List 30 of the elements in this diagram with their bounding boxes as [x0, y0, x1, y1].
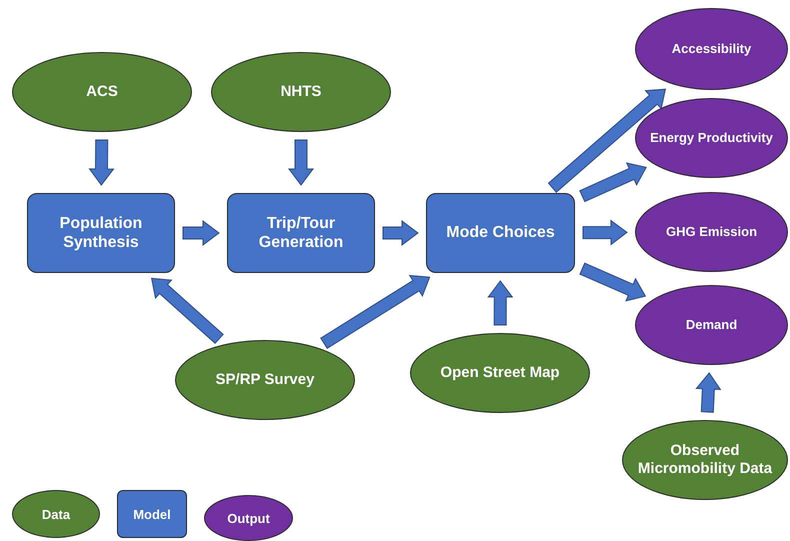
model-box: [426, 193, 575, 273]
node-label: Accessibility: [672, 41, 752, 57]
node-label: GHG Emission: [666, 224, 758, 240]
node-label: Energy Productivity: [650, 130, 773, 146]
node-label: Open Street Map: [440, 364, 560, 382]
legend-label: Model: [133, 506, 171, 522]
node-label: Population Synthesis: [58, 214, 144, 252]
block-arrow: [182, 220, 220, 246]
block-arrow: [150, 278, 224, 344]
block-arrow: [548, 88, 666, 193]
legend-label: Output: [227, 510, 270, 526]
block-arrow: [288, 140, 314, 186]
block-arrow: [582, 220, 628, 246]
node-label: ACS: [86, 83, 118, 101]
legend-label: Data: [42, 506, 70, 522]
block-arrow: [695, 372, 722, 413]
node-label: NHTS: [280, 83, 322, 101]
block-arrow: [320, 274, 430, 349]
block-arrow: [487, 280, 514, 326]
block-arrow: [382, 220, 419, 246]
node-label: Observed Micromobility Data: [637, 442, 773, 478]
node-label: Demand: [686, 317, 738, 333]
block-arrow: [88, 140, 114, 186]
block-arrow: [579, 262, 646, 302]
node-label: Mode Choices: [446, 223, 555, 243]
model-box: [227, 193, 375, 273]
block-arrow: [579, 162, 647, 202]
node-label: Trip/Tour Generation: [258, 214, 344, 252]
node-label: SP/RP Survey: [216, 371, 314, 389]
model-box: [27, 193, 175, 273]
